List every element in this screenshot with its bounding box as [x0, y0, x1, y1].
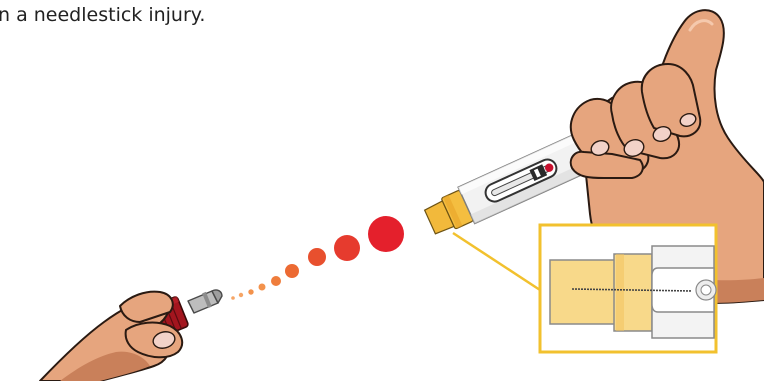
droplet — [308, 248, 326, 266]
droplet — [334, 235, 360, 261]
droplet — [285, 264, 299, 278]
droplet-trail-icon — [231, 216, 404, 300]
hand-holding-needle-cap-icon — [39, 289, 223, 381]
callout-connector-line — [452, 231, 541, 292]
autoinjector-pen-icon — [423, 128, 604, 235]
droplet — [368, 216, 404, 252]
zoom-callout-icon — [538, 223, 718, 354]
instruction-caption: n a needlestick injury. — [0, 4, 206, 26]
droplet — [248, 289, 254, 295]
droplet — [238, 292, 244, 298]
droplet — [258, 283, 266, 291]
droplet — [271, 276, 281, 286]
droplet — [231, 296, 235, 300]
